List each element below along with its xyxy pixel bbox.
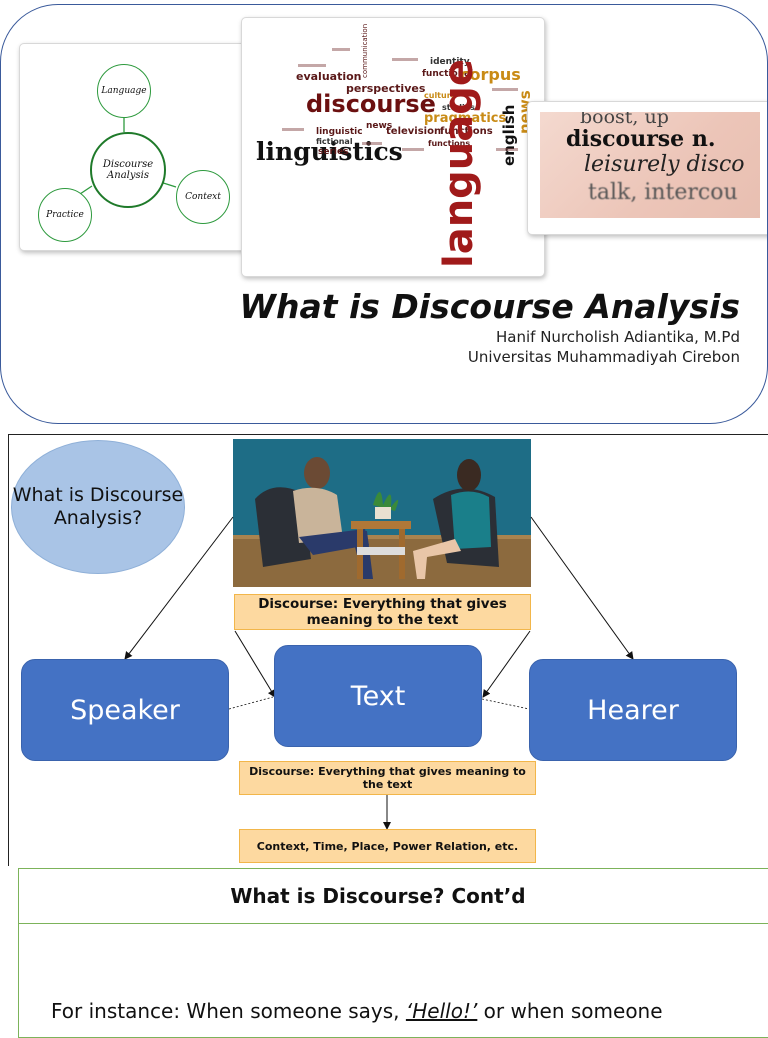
body-text-end: or when someone [477,999,663,1023]
diagram-node-language: Language [97,64,151,118]
word-functional: functional [422,69,473,79]
word-small-vertical: communication [361,24,369,78]
discourse-definition-top: Discourse: Everything that gives meaning… [234,594,531,630]
question-oval: What is Discourse Analysis? [11,440,185,574]
diagram-node-context: Context [176,170,230,224]
dict-line-3: leisurely disco [584,152,745,177]
word-emotion: news [366,121,392,131]
word-cloud: evaluation perspectives discourse lingui… [256,24,534,268]
word-cloud-image: evaluation perspectives discourse lingui… [241,17,545,277]
hearer-box: Hearer [529,659,737,761]
word-series: functions [440,126,493,137]
body-text-start: For instance: When someone says, [51,999,406,1023]
institution-name: Universitas Muhammadiyah Cirebon [467,348,740,366]
diagram-node-center: Discourse Analysis [90,132,166,208]
word-cloud-fillers [282,48,518,151]
dict-line-4: talk, intercou [588,180,738,205]
word-pragmatics: pragmatics [424,111,506,126]
conversation-photo [233,439,531,587]
word-studies: studies [442,103,475,112]
word-culture: culture [424,91,457,100]
discourse-diagram-slide: What is Discourse Analysis? Disco [8,434,768,866]
word-functions: functions [428,139,470,148]
word-discourse: discourse [306,90,436,118]
word-television: television [386,126,441,137]
discourse-cont-slide: What is Discourse? Cont’d For instance: … [18,868,768,1038]
text-box: Text [274,645,482,747]
word-talk: series [318,147,348,157]
dictionary-photo: boost, up discourse n. leisurely disco t… [527,101,767,235]
author-name: Hanif Nurcholish Adiantika, M.Pd [496,328,740,346]
dictionary-page: boost, up discourse n. leisurely disco t… [540,112,760,218]
context-factors-box: Context, Time, Place, Power Relation, et… [239,829,536,863]
word-evaluation: evaluation [296,70,362,83]
title-slide: Language Discourse Analysis Practice Con… [0,4,768,424]
conversation-illustration [233,439,531,587]
word-perspectives: perspectives [346,82,426,95]
slide3-header: What is Discourse? Cont’d [19,869,768,924]
discourse-analysis-diagram: Language Discourse Analysis Practice Con… [19,43,253,251]
hello-quote: ‘Hello!’ [405,999,478,1023]
word-language: language [436,59,482,268]
word-identity: identity [430,57,470,67]
slide3-body: For instance: When someone says, ‘Hello!… [51,999,663,1023]
diagram-node-practice: Practice [38,188,92,242]
dict-line-2: discourse n. [566,126,716,152]
word-linguistic: linguistic [316,127,363,137]
dict-line-1: boost, up [580,112,669,128]
discourse-definition-bottom: Discourse: Everything that gives meaning… [239,761,536,795]
presentation-title: What is Discourse Analysis [239,287,740,326]
word-fictional: fictional [316,137,353,146]
word-linguistics: linguistics [256,137,403,166]
speaker-box: Speaker [21,659,229,761]
word-corpus: corpus [460,65,521,84]
slide3-title: What is Discourse? Cont’d [230,884,526,908]
